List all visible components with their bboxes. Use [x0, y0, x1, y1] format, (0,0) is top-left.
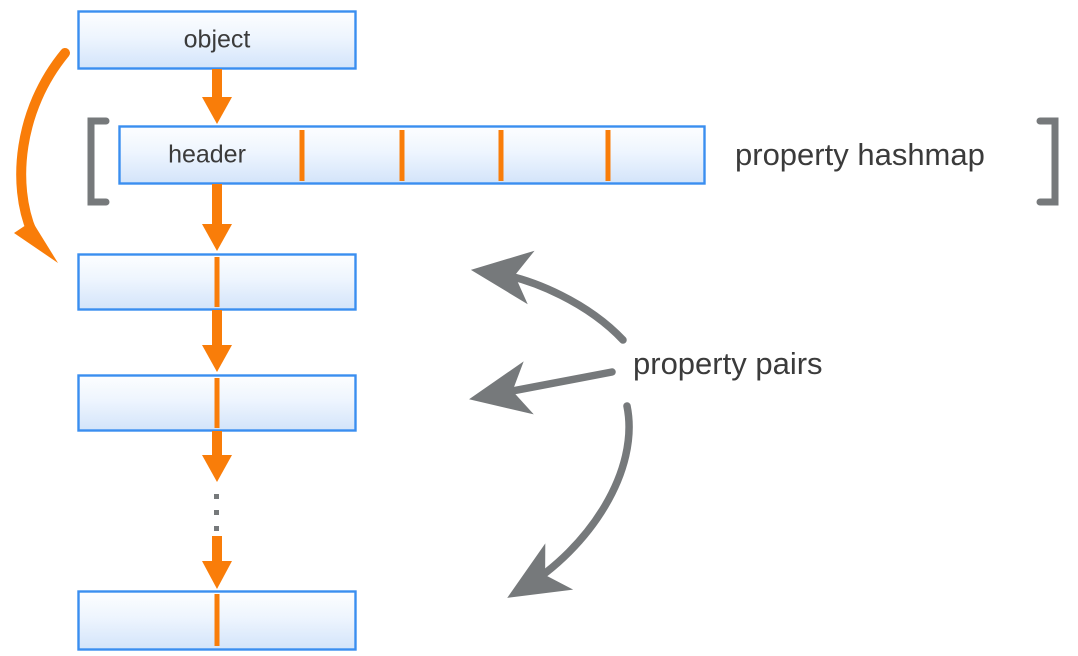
arrow-ellipsis-to-pair-n	[202, 536, 232, 589]
arrow-hashmap-to-pair-1	[202, 184, 232, 251]
hashmap-slot-ticks	[299, 130, 611, 181]
object-box-rect[interactable]	[77, 10, 357, 70]
ellipsis-dot-1	[214, 494, 219, 499]
property-hashmap-label: property hashmap	[735, 137, 985, 172]
hashmap-tick-1	[299, 130, 305, 181]
left-square-bracket	[87, 117, 110, 206]
right-square-bracket	[1036, 117, 1059, 206]
property-pairs-label: property pairs	[633, 346, 823, 381]
hashmap-box[interactable]: header	[118, 125, 706, 185]
gray-arrow-to-pair-2	[469, 361, 616, 415]
ellipsis-dot-2	[214, 510, 219, 515]
orange-curved-arrow-object-to-pairs	[14, 48, 70, 263]
hashmap-header-label: header	[168, 141, 246, 169]
arrow-pair-2-to-ellipsis	[202, 431, 232, 482]
property-pair-2-divider	[214, 378, 220, 428]
hashmap-tick-2	[399, 130, 405, 181]
arrow-object-to-hashmap	[202, 69, 232, 124]
property-pair-box-n[interactable]	[77, 590, 357, 651]
object-box[interactable]: object	[77, 10, 357, 70]
property-pair-n-divider	[214, 594, 220, 646]
property-pair-box-2[interactable]	[77, 374, 357, 432]
property-pair-1-divider	[214, 257, 220, 307]
gray-arrow-to-pair-1	[470, 250, 627, 344]
hashmap-tick-3	[498, 130, 504, 181]
arrow-pair-1-to-pair-2	[202, 310, 232, 372]
hashmap-tick-4	[605, 130, 611, 181]
ellipsis-dot-3	[214, 526, 219, 531]
vertical-ellipsis	[214, 494, 219, 531]
property-pair-box-1[interactable]	[77, 253, 357, 311]
gray-arrow-to-pair-n	[507, 402, 633, 598]
object-box-label: object	[184, 26, 251, 54]
